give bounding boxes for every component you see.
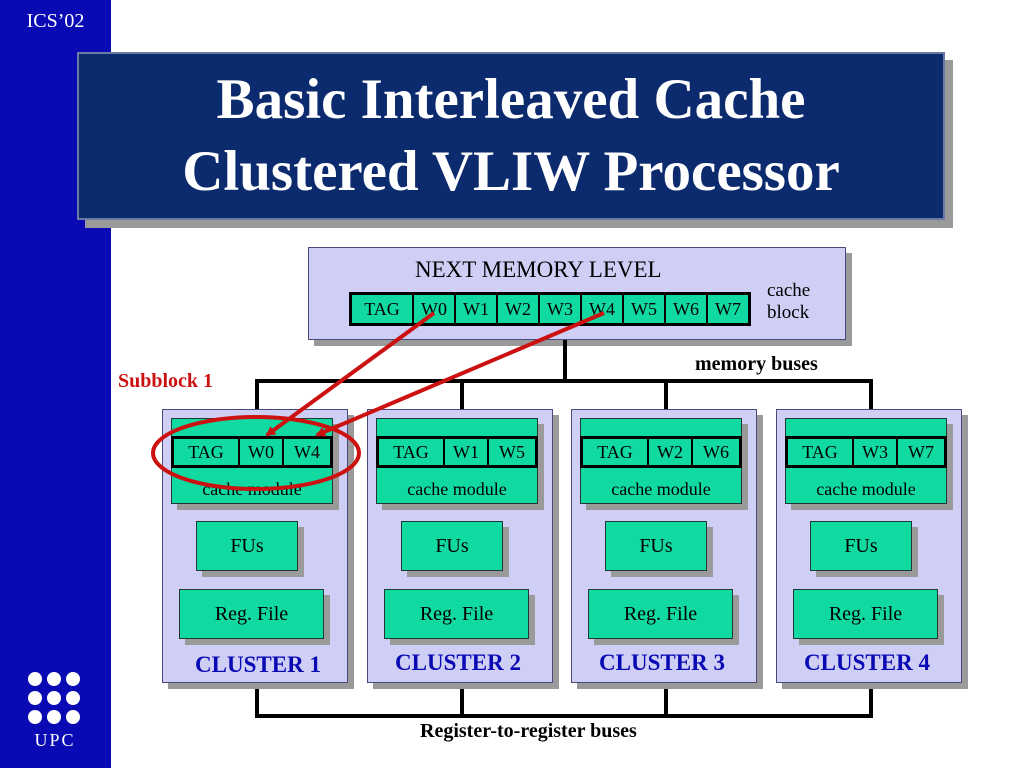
subblock-row-1: TAG W0 W4 [171,436,333,468]
subblock-cell: W1 [445,439,489,465]
block-cell: W6 [666,295,708,323]
block-cell: W3 [540,295,582,323]
subblock-cell: W7 [908,441,934,462]
block-cell: W2 [498,295,540,323]
memory-bus-drop-3 [664,379,668,409]
fus-box-3: FUs [605,521,707,571]
subblock-row-3: TAG W2 W6 [580,436,742,468]
subblock-cell: W2 [649,439,693,465]
subblock-cell: TAG [788,439,854,465]
subblock-cell: TAG [174,439,240,465]
reg-bus-drop-3 [664,684,668,718]
block-cell: W7 [715,298,741,319]
subblock-cell: W0 [240,439,284,465]
reg-bus-drop-2 [460,684,464,718]
memory-bus-drop-4 [869,379,873,409]
memory-bus [255,379,873,383]
fus-box-1: FUs [196,521,298,571]
cache-block-line-1: cache [767,280,811,301]
regfile-box-1: Reg. File [179,589,324,639]
cache-module-label-3: cache module [611,479,711,499]
cache-module-label-2: cache module [407,479,507,499]
memory-bus-drop-1 [255,379,259,409]
register-buses-label: Register-to-register buses [420,720,637,742]
title-line-2: Clustered VLIW Processor [182,140,840,203]
title-line-1: Basic Interleaved Cache [216,68,806,131]
cluster-label-3: CLUSTER 3 [599,650,725,675]
memory-cache-block: TAG W0 W1 W2 W3 W4 W5 W6 W7 [349,292,751,326]
memory-level-label: NEXT MEMORY LEVEL [415,257,662,282]
subblock-label: Subblock 1 [118,370,214,392]
block-cell: TAG [352,295,414,323]
fus-box-4: FUs [810,521,912,571]
register-bus [255,714,873,718]
regfile-box-4: Reg. File [793,589,938,639]
upc-logo: UPC [25,672,85,751]
logo-dots-icon [28,672,85,724]
memory-buses-label: memory buses [695,353,818,375]
subblock-cell: W3 [854,439,898,465]
subblock-cell: W6 [703,441,729,462]
subblock-row-2: TAG W1 W5 [376,436,538,468]
memory-bus-trunk [563,340,567,382]
memory-bus-drop-2 [460,379,464,409]
cache-block-line-2: block [767,302,810,323]
reg-bus-drop-1 [255,684,259,718]
regfile-box-3: Reg. File [588,589,733,639]
cluster-label-2: CLUSTER 2 [395,650,521,675]
subblock-cell: W4 [294,441,320,462]
subblock-cell: TAG [379,439,445,465]
cache-module-label-1: cache module [202,479,302,499]
subblock-row-4: TAG W3 W7 [785,436,947,468]
conference-label: ICS’02 [26,10,85,32]
slide-title: Basic Interleaved Cache Clustered VLIW P… [77,52,945,220]
block-cell: W5 [624,295,666,323]
cluster-label-4: CLUSTER 4 [804,650,930,675]
regfile-box-2: Reg. File [384,589,529,639]
block-cell: W4 [582,295,624,323]
fus-box-2: FUs [401,521,503,571]
reg-bus-drop-4 [869,684,873,718]
cache-block-label: cache block [767,280,810,324]
block-cell: W0 [414,295,456,323]
subblock-cell: W5 [499,441,525,462]
logo-text: UPC [34,730,76,750]
block-cell: W1 [456,295,498,323]
subblock-cell: TAG [583,439,649,465]
cache-module-label-4: cache module [816,479,916,499]
cluster-label-1: CLUSTER 1 [195,652,321,677]
